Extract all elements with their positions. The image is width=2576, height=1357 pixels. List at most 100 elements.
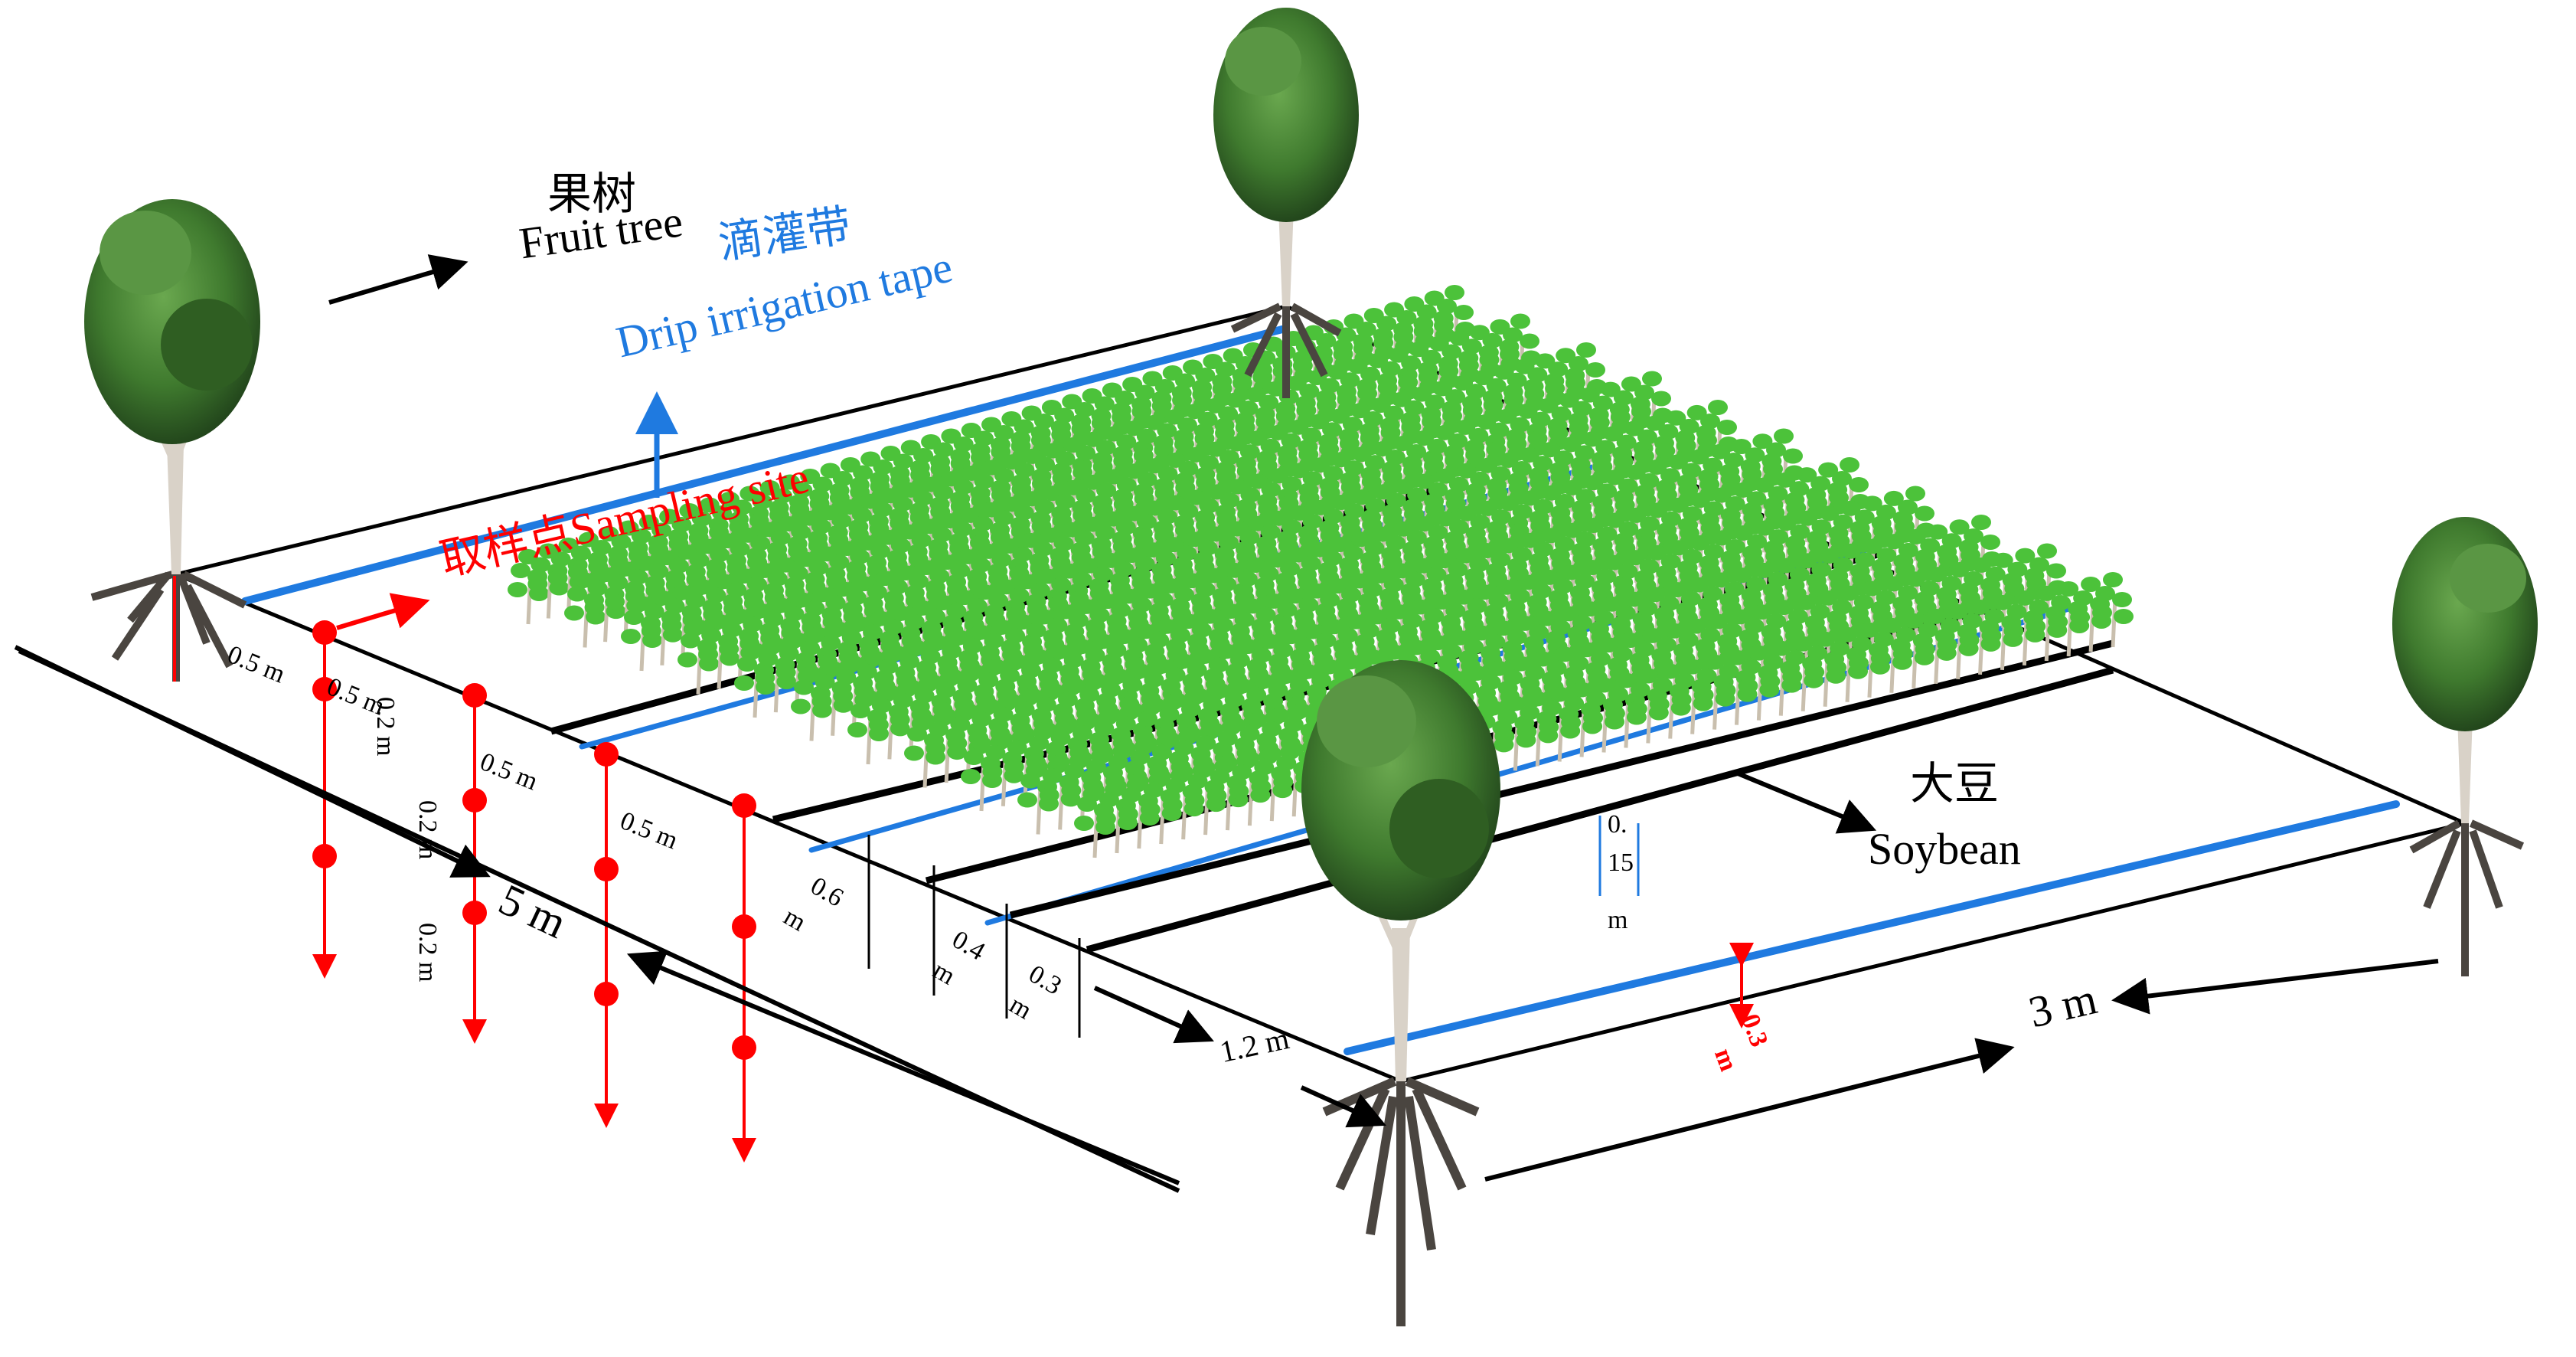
- soybean-leaf: [1540, 442, 1561, 458]
- soybean-leaf: [1028, 649, 1049, 665]
- soybean-leaf: [863, 624, 883, 640]
- soybean-leaf: [891, 605, 912, 621]
- soybean-leaf: [1738, 678, 1758, 694]
- soybean-leaf: [1645, 587, 1666, 603]
- soybean-leaf: [1415, 473, 1435, 489]
- soybean-leaf: [1108, 754, 1128, 770]
- soybean-leaf: [1710, 443, 1731, 459]
- soybean-leaf: [1292, 358, 1313, 374]
- soybean-leaf: [1564, 695, 1585, 711]
- soybean-leaf: [1725, 495, 1745, 512]
- depth-0-2m-c: 0.2 m: [413, 923, 442, 983]
- soybean-leaf: [1531, 583, 1552, 599]
- soybean-leaf: [1754, 477, 1774, 493]
- soybean-leaf: [1165, 495, 1185, 511]
- soybean-leaf: [1238, 401, 1259, 417]
- soybean-leaf: [1941, 533, 1962, 549]
- soybean-leaf: [1074, 816, 1094, 831]
- soybean-leaf: [1255, 414, 1276, 430]
- soybean-leaf: [750, 603, 771, 619]
- soybean-leaf: [1393, 479, 1414, 495]
- soybean-leaf: [1416, 304, 1437, 320]
- soybean-leaf: [1663, 623, 1684, 639]
- soybean-leaf: [1033, 414, 1054, 429]
- soybean-leaf: [1536, 610, 1557, 626]
- dimension-lines: [14, 254, 2439, 1193]
- soybean-leaf: [815, 674, 835, 690]
- soybean-leaf: [805, 600, 825, 616]
- soybean-leaf: [996, 579, 1017, 595]
- soybean-leaf: [907, 726, 927, 742]
- soybean-leaf: [985, 744, 1006, 760]
- soybean-leaf: [1184, 531, 1205, 548]
- soybean-leaf: [1217, 755, 1238, 771]
- soybean-leaf: [1229, 783, 1249, 799]
- soybean-leaf: [1549, 686, 1570, 702]
- soybean-leaf: [1771, 640, 1791, 656]
- soybean-leaf: [1351, 446, 1372, 463]
- soybean-leaf: [936, 708, 957, 724]
- soybean-leaf: [1985, 566, 2006, 582]
- soybean-leaf: [745, 643, 765, 658]
- soybean-leaf: [1159, 706, 1180, 722]
- soybean-leaf: [1135, 384, 1155, 401]
- soybean-leaf: [1089, 607, 1110, 623]
- soybean-leaf: [1380, 361, 1401, 377]
- soybean-leaf: [1157, 508, 1177, 525]
- soybean-leaf: [1681, 463, 1702, 479]
- soybean-leaf: [1618, 564, 1638, 580]
- soybean-leaf: [1257, 457, 1278, 473]
- soybean-leaf: [1647, 459, 1667, 475]
- soybean-leaf: [1678, 632, 1699, 648]
- soybean-leaf: [1597, 526, 1618, 542]
- soybean-leaf: [1310, 457, 1330, 473]
- soybean-leaf: [1004, 759, 1024, 775]
- soybean-leaf: [1227, 479, 1248, 495]
- soybean-leaf: [1477, 542, 1497, 558]
- soybean-stem: [1269, 771, 1276, 822]
- soybean-leaf: [1091, 415, 1112, 431]
- soybean-leaf: [1592, 395, 1613, 411]
- soybean-leaf: [1245, 557, 1265, 573]
- soybean-leaf: [1035, 456, 1055, 472]
- soybean-leaf: [822, 660, 843, 676]
- soybean-leaf: [1283, 716, 1304, 732]
- soybean-leaf: [1795, 594, 1816, 610]
- soybean-stem: [1934, 633, 1941, 684]
- plant-spacing-0-15-c: m: [1608, 906, 1628, 934]
- soybean-leaf: [792, 592, 812, 608]
- soybean-leaf: [584, 600, 605, 616]
- soybean-leaf: [1074, 402, 1095, 417]
- soybean-leaf: [1412, 558, 1433, 574]
- soybean-leaf: [851, 507, 872, 523]
- soybean-leaf: [1155, 551, 1176, 567]
- fruit-tree-right: [2392, 517, 2538, 976]
- soybean-leaf: [1259, 566, 1279, 582]
- soybean-leaf: [1776, 515, 1797, 531]
- soybean-leaf: [1642, 627, 1663, 643]
- soybean-leaf: [1811, 519, 1832, 535]
- soybean-leaf: [1786, 500, 1807, 516]
- soybean-leaf: [1074, 530, 1095, 546]
- soybean-leaf: [947, 735, 968, 751]
- soybean-leaf: [933, 485, 954, 501]
- soybean-leaf: [1661, 511, 1682, 527]
- soybean-leaf: [933, 442, 954, 458]
- soybean-leaf: [1525, 665, 1545, 681]
- soybean-leaf: [2051, 594, 2072, 610]
- soybean-leaf: [1503, 391, 1524, 407]
- soybean-leaf: [1178, 460, 1199, 476]
- soybean-leaf: [1175, 373, 1196, 389]
- soybean-leaf: [1678, 482, 1699, 498]
- soybean-leaf: [1077, 796, 1097, 812]
- soybean-leaf: [1342, 417, 1363, 433]
- soybean-leaf: [2114, 609, 2134, 624]
- soybean-leaf: [1870, 650, 1891, 666]
- soybean-leaf: [1539, 719, 1559, 735]
- soybean-leaf: [1100, 552, 1121, 568]
- soybean-leaf: [1005, 628, 1026, 644]
- soybean-leaf: [1853, 594, 1874, 610]
- soybean-leaf: [1490, 466, 1511, 482]
- soybean-leaf: [1153, 591, 1174, 607]
- soybean-leaf: [1393, 521, 1414, 537]
